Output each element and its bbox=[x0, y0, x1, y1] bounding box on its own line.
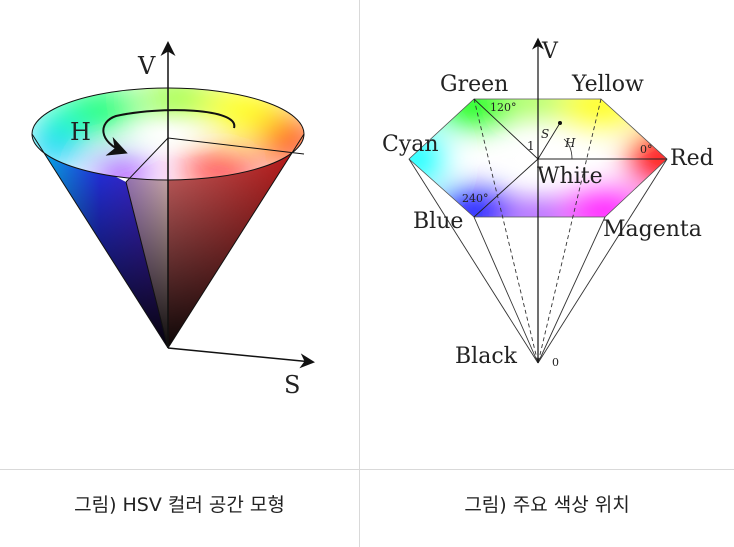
label-red: Red bbox=[670, 146, 714, 171]
hexcone-hidden-edges bbox=[473, 98, 602, 364]
saturation-label: S bbox=[541, 127, 549, 141]
value-one-label: 1 bbox=[527, 139, 535, 153]
caption-divider bbox=[0, 469, 734, 470]
label-cyan: Cyan bbox=[382, 132, 439, 157]
label-magenta: Magenta bbox=[603, 217, 702, 242]
angle-0: 0° bbox=[640, 143, 653, 156]
v-axis-label: V bbox=[541, 39, 559, 64]
angle-120: 120° bbox=[490, 101, 517, 114]
hexcone-color-positions-diagram: V Green Yellow Cyan Red White Blue Magen… bbox=[382, 37, 714, 369]
hue-radii bbox=[473, 98, 667, 218]
wedge-line-right bbox=[167, 137, 305, 155]
cone-edge-right bbox=[167, 133, 305, 349]
h-label: H bbox=[70, 118, 91, 146]
panel-divider-vertical bbox=[359, 0, 360, 547]
value-zero-label: 0 bbox=[552, 356, 559, 369]
sample-point bbox=[558, 121, 562, 125]
hue-label: H bbox=[564, 136, 576, 150]
label-green: Green bbox=[440, 72, 508, 97]
wedge-line-front bbox=[125, 137, 169, 183]
cone-edge-left bbox=[31, 133, 169, 349]
s-axis bbox=[167, 347, 315, 369]
label-black: Black bbox=[455, 344, 518, 369]
label-yellow: Yellow bbox=[571, 72, 644, 97]
v-axis-label: V bbox=[137, 52, 156, 80]
caption-left: 그림) HSV 컬러 공간 모형 bbox=[74, 493, 285, 516]
label-blue: Blue bbox=[413, 209, 463, 234]
wedge-line-down bbox=[125, 181, 169, 349]
angle-240: 240° bbox=[462, 192, 489, 205]
hue-arrow bbox=[102, 109, 236, 156]
hue-angle-arc bbox=[563, 138, 573, 160]
caption-right: 그림) 주요 색상 위치 bbox=[464, 493, 630, 516]
s-axis-label: S bbox=[284, 371, 300, 399]
label-white: White bbox=[537, 164, 603, 189]
cone-cut-face-shade bbox=[126, 138, 168, 348]
hsv-cone-diagram: V S H bbox=[31, 41, 315, 399]
